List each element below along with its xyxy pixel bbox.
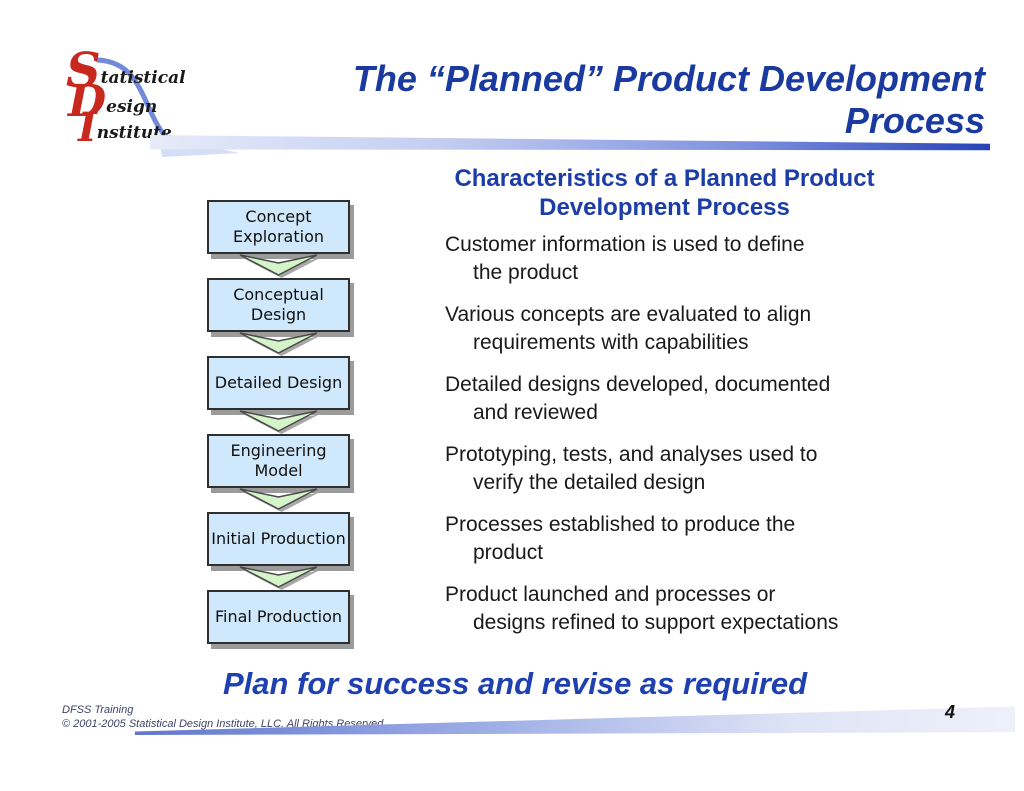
- statistical-design-institute-logo: S tatistical D esign I nstitute: [58, 43, 258, 170]
- logo-initial: D: [68, 76, 107, 127]
- logo-initial: S: [66, 43, 101, 99]
- logo-text-row: D esign: [68, 76, 158, 127]
- flow-box-label: Initial Production: [211, 529, 346, 548]
- characteristics-list: Customer information is used to define t…: [412, 231, 917, 637]
- logo-word: esign: [106, 97, 158, 117]
- down-arrow-icon: [239, 410, 320, 434]
- page-number: 4: [944, 702, 955, 722]
- slide-title: The “Planned” Product Development Proces…: [270, 58, 985, 142]
- characteristics-item: Customer information is used to define t…: [445, 231, 917, 287]
- characteristics-item: Product launched and processes or design…: [445, 581, 917, 637]
- flow-step: Concept Exploration: [207, 200, 350, 278]
- characteristics-item-line2: verify the detailed design: [473, 471, 706, 494]
- logo-text-row: S tatistical: [66, 43, 186, 99]
- characteristics-item-line2: requirements with capabilities: [473, 331, 749, 354]
- logo-initial: I: [78, 104, 97, 151]
- footer-training-label: DFSS Training: [62, 704, 134, 716]
- characteristics-item: Processes established to produce the pro…: [445, 511, 917, 567]
- flow-step: Detailed Design: [207, 356, 350, 434]
- characteristics-heading-line1: Characteristics of a Planned Product: [454, 165, 875, 192]
- characteristics-item-line2: the product: [473, 261, 579, 284]
- flow-step: Initial Production: [207, 512, 350, 590]
- down-arrow-icon: [239, 488, 320, 512]
- process-flowchart: Concept Exploration Conceptual Design: [207, 200, 350, 644]
- flow-step: Engineering Model: [207, 434, 350, 512]
- flow-box: Engineering Model: [207, 434, 350, 488]
- characteristics-heading-line2: Development Process: [539, 194, 790, 221]
- slide-title-line1: The “Planned” Product Development: [352, 58, 985, 99]
- flow-box: Conceptual Design: [207, 278, 350, 332]
- characteristics-item-line2: designs refined to support expectations: [473, 611, 839, 634]
- characteristics-item: Detailed designs developed, documented a…: [445, 371, 917, 427]
- down-arrow-icon: [239, 332, 320, 356]
- flow-box: Detailed Design: [207, 356, 350, 410]
- flow-box: Initial Production: [207, 512, 350, 566]
- flow-box-label: Final Production: [214, 607, 343, 626]
- slide-title-line2: Process: [844, 100, 985, 141]
- flow-box: Final Production: [207, 590, 350, 644]
- characteristics-item-line2: product: [473, 541, 544, 564]
- logo-word: tatistical: [100, 68, 186, 88]
- characteristics-section: Characteristics of a Planned Product Dev…: [412, 164, 917, 651]
- flow-box-label: Engineering Model: [230, 441, 327, 480]
- flow-box-label: Detailed Design: [214, 373, 343, 392]
- characteristics-item-line1: Prototyping, tests, and analyses used to: [445, 443, 818, 466]
- characteristics-item-line1: Detailed designs developed, documented: [445, 373, 831, 396]
- characteristics-item-line1: Customer information is used to define: [445, 233, 805, 256]
- characteristics-item-line1: Various concepts are evaluated to align: [445, 303, 812, 326]
- characteristics-item-line2: and reviewed: [473, 401, 598, 424]
- flow-box-label: Concept Exploration: [233, 207, 324, 246]
- flow-step: Final Production: [207, 590, 350, 644]
- down-arrow-icon: [239, 566, 320, 590]
- characteristics-heading: Characteristics of a Planned Product Dev…: [412, 164, 917, 222]
- characteristics-item-line1: Product launched and processes or: [445, 583, 776, 606]
- flow-step: Conceptual Design: [207, 278, 350, 356]
- characteristics-item: Prototyping, tests, and analyses used to…: [445, 441, 917, 497]
- flow-box-label: Conceptual Design: [233, 285, 324, 324]
- down-arrow-icon: [239, 254, 320, 278]
- characteristics-item-line1: Processes established to produce the: [445, 513, 796, 536]
- tagline: Plan for success and revise as required: [222, 666, 808, 701]
- flow-box: Concept Exploration: [207, 200, 350, 254]
- characteristics-item: Various concepts are evaluated to align …: [445, 301, 917, 357]
